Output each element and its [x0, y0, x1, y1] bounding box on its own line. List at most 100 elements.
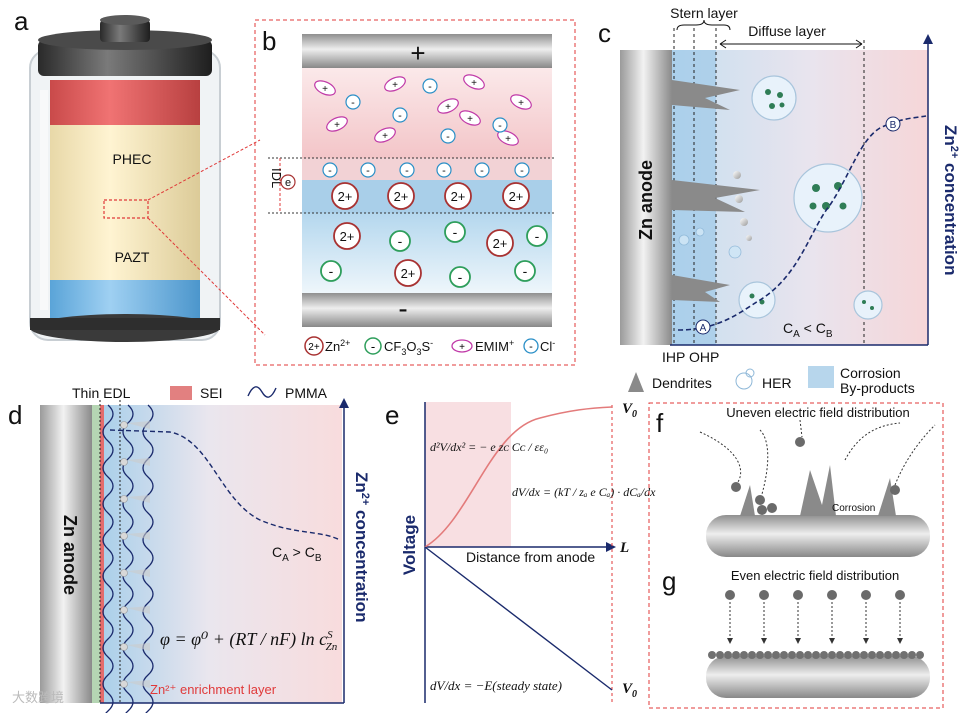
- red-layer: [50, 80, 200, 125]
- electron-icon: [280, 174, 296, 190]
- deposit-particle: [892, 651, 900, 659]
- deposit-particle: [820, 651, 828, 659]
- svg-text:-: -: [498, 120, 502, 132]
- emim-ion: +: [463, 74, 485, 90]
- triflate-ion: -: [320, 260, 342, 282]
- enrichment-label: Zn²⁺ enrichment layer: [150, 682, 277, 697]
- deposit-particle: [740, 651, 748, 659]
- svg-text:2+: 2+: [401, 266, 416, 281]
- pazt-layer: [50, 195, 200, 285]
- diffuse-layer-label: Diffuse layer: [748, 23, 826, 39]
- chloride-ion: -: [322, 162, 338, 178]
- svg-text:-: -: [329, 263, 334, 279]
- svg-text:Zn2+: Zn2+: [325, 338, 350, 354]
- svg-text:+: +: [445, 102, 451, 113]
- even-title: Even electric field distribution: [731, 568, 899, 583]
- particle-trail: [127, 569, 150, 577]
- incoming-particle: [895, 590, 905, 600]
- pmma-legend-icon: [247, 386, 277, 398]
- deposit-particle: [780, 651, 788, 659]
- legend-dendrites: Dendrites: [652, 375, 712, 391]
- point-a: [695, 319, 711, 335]
- deposit-particle: [876, 651, 884, 659]
- svg-text:EMIM+: EMIM+: [475, 338, 514, 354]
- svg-text:-: -: [480, 165, 484, 177]
- svg-text:+: +: [322, 84, 328, 95]
- triflate-ion: -: [389, 230, 411, 252]
- chloride-ion: -: [474, 162, 490, 178]
- f-dendrites: [740, 465, 896, 516]
- emim-ion: +: [326, 116, 348, 132]
- zn-particle: [120, 606, 128, 614]
- deposit-particle: [796, 651, 804, 659]
- voltage-axis-label: Voltage: [400, 515, 419, 575]
- f-field-lines: [699, 419, 936, 495]
- svg-text:2+: 2+: [493, 236, 508, 251]
- zn-particle: [120, 458, 128, 466]
- incoming-particle: [827, 590, 837, 600]
- corrosion-label: Corrosion: [832, 503, 875, 514]
- svg-text:-: -: [366, 165, 370, 177]
- deposit-particle: [772, 651, 780, 659]
- deposit-particle: [828, 651, 836, 659]
- svg-text:-: -: [520, 165, 524, 177]
- sei-legend-icon: [170, 386, 192, 400]
- zn-particle: [120, 680, 128, 688]
- chloride-ion: -: [492, 117, 508, 133]
- dendrites: [672, 80, 760, 302]
- negative-electrode: [302, 293, 552, 327]
- deposit-particle: [708, 651, 716, 659]
- svg-text:-: -: [529, 341, 533, 353]
- zn-particles: [733, 171, 752, 241]
- legend-her: HER: [762, 375, 792, 391]
- ihp-ohp-label: IHP OHP: [662, 349, 719, 365]
- svg-text:CF3O3S-: CF3O3S-: [384, 338, 433, 357]
- emim-ion: +: [374, 127, 396, 143]
- chloride-ion: -: [392, 107, 408, 123]
- svg-text:-: -: [328, 165, 332, 177]
- legend-corrosion-2: By-products: [840, 380, 915, 396]
- negative-sign: -: [398, 293, 407, 324]
- particle-trail: [127, 495, 150, 503]
- incoming-particle: [861, 590, 871, 600]
- svg-text:+: +: [471, 78, 477, 89]
- nernst-planck-equation: dV/dx = (kT / zₐ e Cₐ) · dCₐ/dx: [512, 485, 656, 499]
- zn-ion: 2+: [387, 182, 415, 210]
- svg-text:-: -: [371, 339, 375, 354]
- deposit-particle: [860, 651, 868, 659]
- particle-trail: [127, 532, 150, 540]
- field-arrow: [897, 638, 903, 644]
- svg-text:-: -: [453, 224, 458, 240]
- d-axis-label: Zn2+ concentration: [352, 472, 371, 622]
- linear-voltage-line: [424, 546, 613, 691]
- zn-particle: [120, 532, 128, 540]
- svg-text:+: +: [505, 134, 511, 145]
- svg-text:B: B: [890, 120, 897, 131]
- thin-edl-label: Thin EDL: [72, 385, 131, 401]
- emim-ion: +: [459, 110, 481, 126]
- particle-trail: [127, 421, 150, 429]
- zn-ion: 2+: [444, 182, 472, 210]
- anode-label: Zn anode: [636, 160, 656, 240]
- svg-text:-: -: [398, 110, 402, 122]
- panel-b: b + - IDL e +++++++++-----------2+2+2+2+…: [254, 19, 576, 366]
- emim-ion: +: [497, 130, 519, 146]
- deposit-particle: [724, 651, 732, 659]
- panel-c: c Zn anode Stern layer Diffuse layer: [598, 5, 960, 396]
- solvated-clusters: [738, 75, 883, 320]
- zn-particle: [120, 421, 128, 429]
- zn-ion: 2+: [502, 182, 530, 210]
- legend-corrosion-1: Corrosion: [840, 365, 901, 381]
- triflate-ion: -: [526, 225, 548, 247]
- deposit-particle: [812, 651, 820, 659]
- steady-state-equation: dV/dx = −E(steady state): [430, 678, 562, 693]
- distance-axis-label: Distance from anode: [466, 549, 595, 565]
- zn-anode-slab: [40, 405, 92, 703]
- chloride-ion: -: [360, 162, 376, 178]
- g-electrode: [706, 656, 930, 698]
- legend-emim-icon: [451, 339, 473, 353]
- svg-text:-: -: [405, 165, 409, 177]
- field-arrow: [795, 638, 801, 644]
- deposit-particle: [756, 651, 764, 659]
